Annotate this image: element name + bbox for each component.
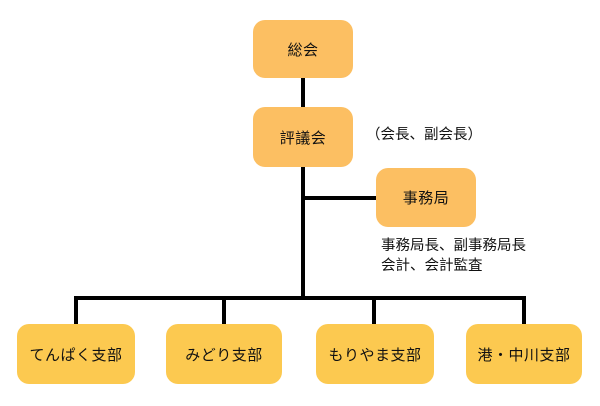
branch-label: もりやま支部 bbox=[328, 345, 422, 364]
council-label: 評議会 bbox=[279, 128, 327, 147]
general-assembly-label: 総会 bbox=[287, 40, 319, 59]
branch-node-moriyama: もりやま支部 bbox=[316, 324, 434, 384]
secretariat-roles-line1: 事務局長、副事務局長 bbox=[381, 238, 526, 254]
council-roles-note: （会長、副会長） bbox=[366, 127, 482, 143]
secretariat-roles-line2: 会計、会計監査 bbox=[381, 258, 483, 274]
branch-node-tenpaku: てんぱく支部 bbox=[17, 324, 135, 384]
general-assembly-node: 総会 bbox=[253, 20, 353, 78]
council-node: 評議会 bbox=[253, 107, 353, 167]
secretariat-node: 事務局 bbox=[376, 168, 476, 227]
branch-node-midori: みどり支部 bbox=[166, 324, 282, 384]
branch-label: てんぱく支部 bbox=[29, 345, 123, 364]
branch-label: みどり支部 bbox=[185, 345, 263, 364]
secretariat-label: 事務局 bbox=[402, 189, 450, 207]
branch-node-minato-nakagawa: 港・中川支部 bbox=[466, 324, 582, 384]
branch-label: 港・中川支部 bbox=[477, 345, 571, 364]
secretariat-roles-note: 事務局長、副事務局長 会計、会計監査 bbox=[381, 236, 526, 276]
